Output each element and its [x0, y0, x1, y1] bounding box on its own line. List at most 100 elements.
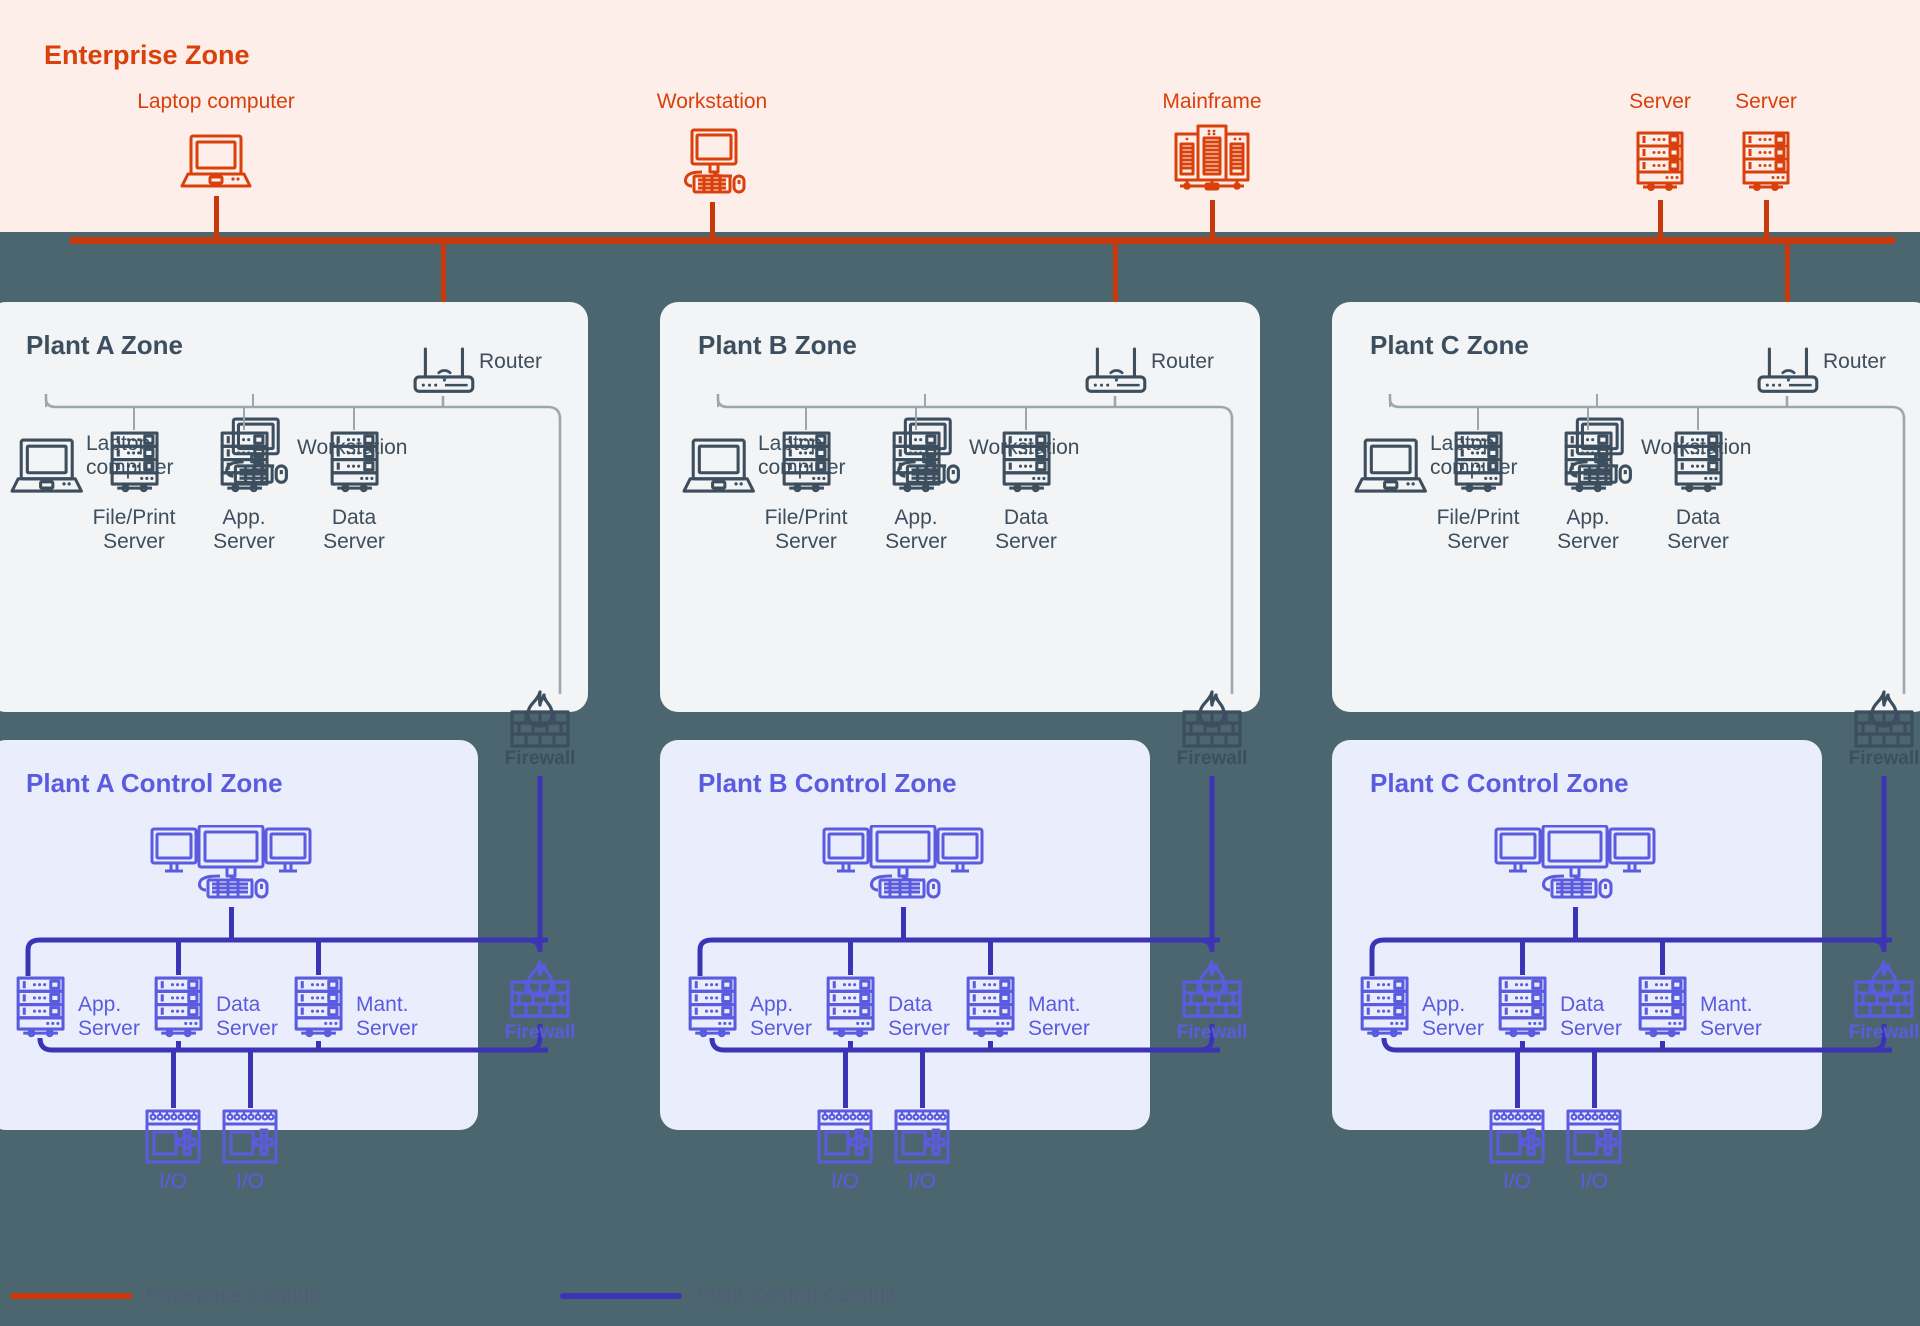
server-icon[interactable]: [289, 975, 348, 1040]
legend-item: Enterprise Conduit: [10, 1284, 320, 1308]
io-module-icon[interactable]: [220, 1108, 280, 1166]
legend-swatch: [560, 1293, 682, 1299]
plant-zone-title: Plant C Zone: [1370, 330, 1529, 360]
hmi-drop: [1572, 907, 1578, 940]
legend-swatch: [10, 1293, 132, 1299]
io-module-icon[interactable]: [815, 1108, 875, 1166]
enterprise-device-label: Laptop computer: [137, 90, 295, 113]
router-icon[interactable]: [412, 346, 476, 398]
control-server-lower-stub: [1659, 1041, 1665, 1050]
router-label: Router: [1151, 350, 1215, 373]
server-icon[interactable]: [1493, 975, 1552, 1040]
server-icon[interactable]: [1669, 430, 1728, 495]
plant-server-stub: [242, 407, 246, 430]
server-icon[interactable]: [325, 430, 384, 495]
enterprise-device-drop: [1657, 200, 1663, 240]
router-icon[interactable]: [1756, 346, 1820, 398]
server-icon[interactable]: [887, 430, 946, 495]
enterprise-to-router-conduit: [1112, 240, 1118, 316]
firewall-icon[interactable]: [1178, 960, 1246, 1022]
control-server-lower-stub: [175, 1041, 181, 1050]
server-icon[interactable]: [11, 975, 70, 1040]
control-server-stub: [1659, 940, 1665, 975]
control-server-label: Data Server: [1560, 993, 1622, 1040]
server-icon[interactable]: [1737, 130, 1795, 194]
server-icon[interactable]: [149, 975, 208, 1040]
router-icon[interactable]: [1084, 346, 1148, 398]
server-icon[interactable]: [821, 975, 880, 1040]
control-server-label: Data Server: [216, 993, 278, 1040]
firewall-icon[interactable]: [1850, 690, 1918, 752]
io-drop: [247, 1050, 253, 1108]
workstation-icon[interactable]: [674, 128, 750, 196]
firewall-label-upper: Firewall: [1848, 748, 1920, 769]
control-server-label: Mant. Server: [356, 993, 418, 1040]
io-module-icon[interactable]: [892, 1108, 952, 1166]
hmi-drop: [228, 907, 234, 940]
io-module-icon[interactable]: [1564, 1108, 1624, 1166]
firewall-icon[interactable]: [506, 960, 574, 1022]
control-zone-title: Plant A Control Zone: [26, 768, 283, 798]
plant-server-label: File/Print Server: [1436, 506, 1520, 553]
plant-server-stub: [1024, 407, 1028, 430]
plant-server-stub: [1476, 407, 1480, 430]
enterprise-zone-title: Enterprise Zone: [44, 40, 250, 70]
io-label: I/O: [1579, 1170, 1609, 1193]
firewall-icon[interactable]: [1850, 960, 1918, 1022]
plant-server-label: App. Server: [1557, 506, 1619, 553]
plant-zone-panel: [660, 302, 1260, 712]
server-icon[interactable]: [1449, 430, 1508, 495]
enterprise-device-label: Workstation: [656, 90, 768, 113]
laptop-drop: [1388, 394, 1392, 407]
legend-item: Plant Control Conduit: [560, 1284, 896, 1308]
io-label: I/O: [907, 1170, 937, 1193]
control-server-lower-stub: [847, 1041, 853, 1050]
io-drop: [1591, 1050, 1597, 1108]
plant-server-stub: [1696, 407, 1700, 430]
plant-server-label: App. Server: [213, 506, 275, 553]
server-icon[interactable]: [105, 430, 164, 495]
control-server-stub: [847, 940, 853, 975]
laptop-icon[interactable]: [10, 436, 83, 495]
plant-server-label: File/Print Server: [764, 506, 848, 553]
enterprise-device-label: Mainframe: [1162, 90, 1262, 113]
control-server-label: App. Server: [1422, 993, 1484, 1040]
plant-server-label: Data Server: [323, 506, 385, 553]
control-zone-title: Plant B Control Zone: [698, 768, 957, 798]
multi-monitor-workstation-icon[interactable]: [1494, 825, 1656, 907]
control-server-label: Mant. Server: [1700, 993, 1762, 1040]
control-server-lower-stub: [987, 1041, 993, 1050]
plant-server-stub: [804, 407, 808, 430]
server-icon[interactable]: [1355, 975, 1414, 1040]
mainframe-icon[interactable]: [1172, 122, 1252, 192]
plant-server-stub: [1586, 407, 1590, 430]
server-icon[interactable]: [777, 430, 836, 495]
io-module-icon[interactable]: [143, 1108, 203, 1166]
workstation-spine-drop: [923, 394, 927, 407]
io-label: I/O: [158, 1170, 188, 1193]
multi-monitor-workstation-icon[interactable]: [150, 825, 312, 907]
laptop-icon[interactable]: [180, 132, 252, 190]
io-drop: [842, 1050, 848, 1108]
control-server-label: App. Server: [750, 993, 812, 1040]
server-icon[interactable]: [997, 430, 1056, 495]
server-icon[interactable]: [1631, 130, 1689, 194]
server-icon[interactable]: [683, 975, 742, 1040]
firewall-icon[interactable]: [1178, 690, 1246, 752]
control-server-lower-stub: [315, 1041, 321, 1050]
firewall-icon[interactable]: [506, 690, 574, 752]
router-label: Router: [1823, 350, 1887, 373]
control-zone-panel: [0, 740, 478, 1130]
workstation-spine-drop: [251, 394, 255, 407]
server-icon[interactable]: [1633, 975, 1692, 1040]
server-icon[interactable]: [215, 430, 274, 495]
multi-monitor-workstation-icon[interactable]: [822, 825, 984, 907]
plant-zone-title: Plant B Zone: [698, 330, 857, 360]
enterprise-device-drop: [1763, 200, 1769, 240]
laptop-icon[interactable]: [1354, 436, 1427, 495]
io-module-icon[interactable]: [1487, 1108, 1547, 1166]
server-icon[interactable]: [961, 975, 1020, 1040]
server-icon[interactable]: [1559, 430, 1618, 495]
laptop-icon[interactable]: [682, 436, 755, 495]
